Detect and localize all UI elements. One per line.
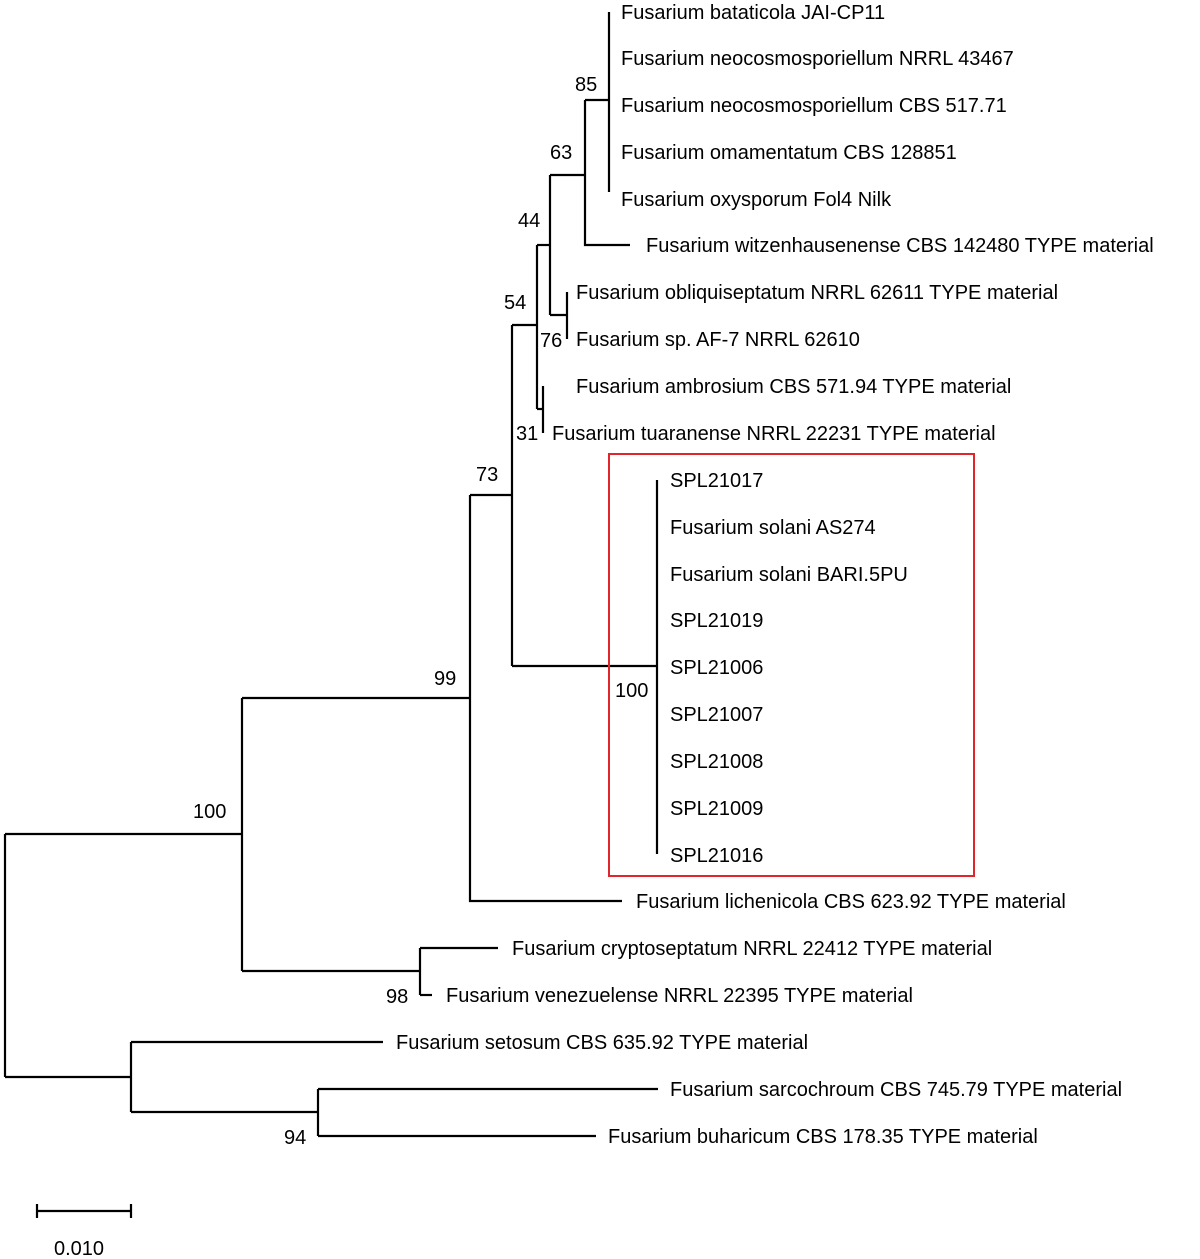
taxon-label: Fusarium oxysporum Fol4 Nilk: [621, 189, 892, 211]
taxon-labels: Fusarium bataticola JAI-CP11 Fusarium ne…: [396, 2, 1154, 1148]
bootstrap-value: 31: [516, 423, 538, 445]
taxon-label: Fusarium solani BARI.5PU: [670, 564, 908, 586]
taxon-label: Fusarium tuaranense NRRL 22231 TYPE mate…: [552, 423, 996, 445]
branch: [583, 100, 630, 247]
bootstrap-value: 76: [540, 330, 562, 352]
taxon-label: Fusarium cryptoseptatum NRRL 22412 TYPE …: [512, 938, 992, 960]
bootstrap-value: 99: [434, 668, 456, 690]
scale-bar-label: 0.010: [54, 1238, 104, 1259]
bootstrap-value: 44: [518, 210, 540, 232]
taxon-label: Fusarium obliquiseptatum NRRL 62611 TYPE…: [576, 282, 1058, 304]
bootstrap-value: 100: [193, 801, 226, 823]
scale-bar: 0.010: [35, 1204, 133, 1259]
taxon-label: SPL21007: [670, 704, 763, 726]
taxon-label: Fusarium venezuelense NRRL 22395 TYPE ma…: [446, 985, 913, 1007]
taxon-label: Fusarium setosum CBS 635.92 TYPE materia…: [396, 1032, 808, 1054]
taxon-label: Fusarium ambrosium CBS 571.94 TYPE mater…: [576, 376, 1011, 398]
taxon-label: Fusarium solani AS274: [670, 517, 876, 539]
taxon-label: Fusarium lichenicola CBS 623.92 TYPE mat…: [636, 891, 1066, 913]
taxon-label: Fusarium sarcochroum CBS 745.79 TYPE mat…: [670, 1079, 1122, 1101]
taxon-label: SPL21009: [670, 798, 763, 820]
taxon-label: Fusarium bataticola JAI-CP11: [621, 2, 885, 24]
bootstrap-value: 100: [615, 680, 648, 702]
taxon-label: Fusarium witzenhausenense CBS 142480 TYP…: [646, 235, 1154, 257]
bootstrap-value: 85: [575, 74, 597, 96]
bootstrap-value: 94: [284, 1127, 306, 1149]
taxon-label: Fusarium neocosmosporiellum CBS 517.71: [621, 95, 1007, 117]
taxon-label: SPL21006: [670, 657, 763, 679]
taxon-label: SPL21019: [670, 610, 763, 632]
taxon-label: Fusarium neocosmosporiellum NRRL 43467: [621, 48, 1014, 70]
highlight-box: [608, 453, 975, 877]
bootstrap-value: 63: [550, 142, 572, 164]
taxon-label: Fusarium omamentatum CBS 128851: [621, 142, 957, 164]
bootstrap-value: 54: [504, 292, 526, 314]
taxon-label: SPL21017: [670, 470, 763, 492]
taxon-label: Fusarium sp. AF-7 NRRL 62610: [576, 329, 860, 351]
branch: [468, 495, 622, 903]
tree-branches: [3, 12, 659, 1138]
scale-bar-line: [35, 1204, 133, 1218]
taxon-label: SPL21008: [670, 751, 763, 773]
taxon-label: SPL21016: [670, 845, 763, 867]
taxon-label: Fusarium buharicum CBS 178.35 TYPE mater…: [608, 1126, 1038, 1148]
bootstrap-value: 73: [476, 464, 498, 486]
bootstrap-value: 98: [386, 986, 408, 1008]
bootstrap-labels: 85 63 44 54 76 31 73 100 99 100 98 94: [193, 74, 648, 1149]
